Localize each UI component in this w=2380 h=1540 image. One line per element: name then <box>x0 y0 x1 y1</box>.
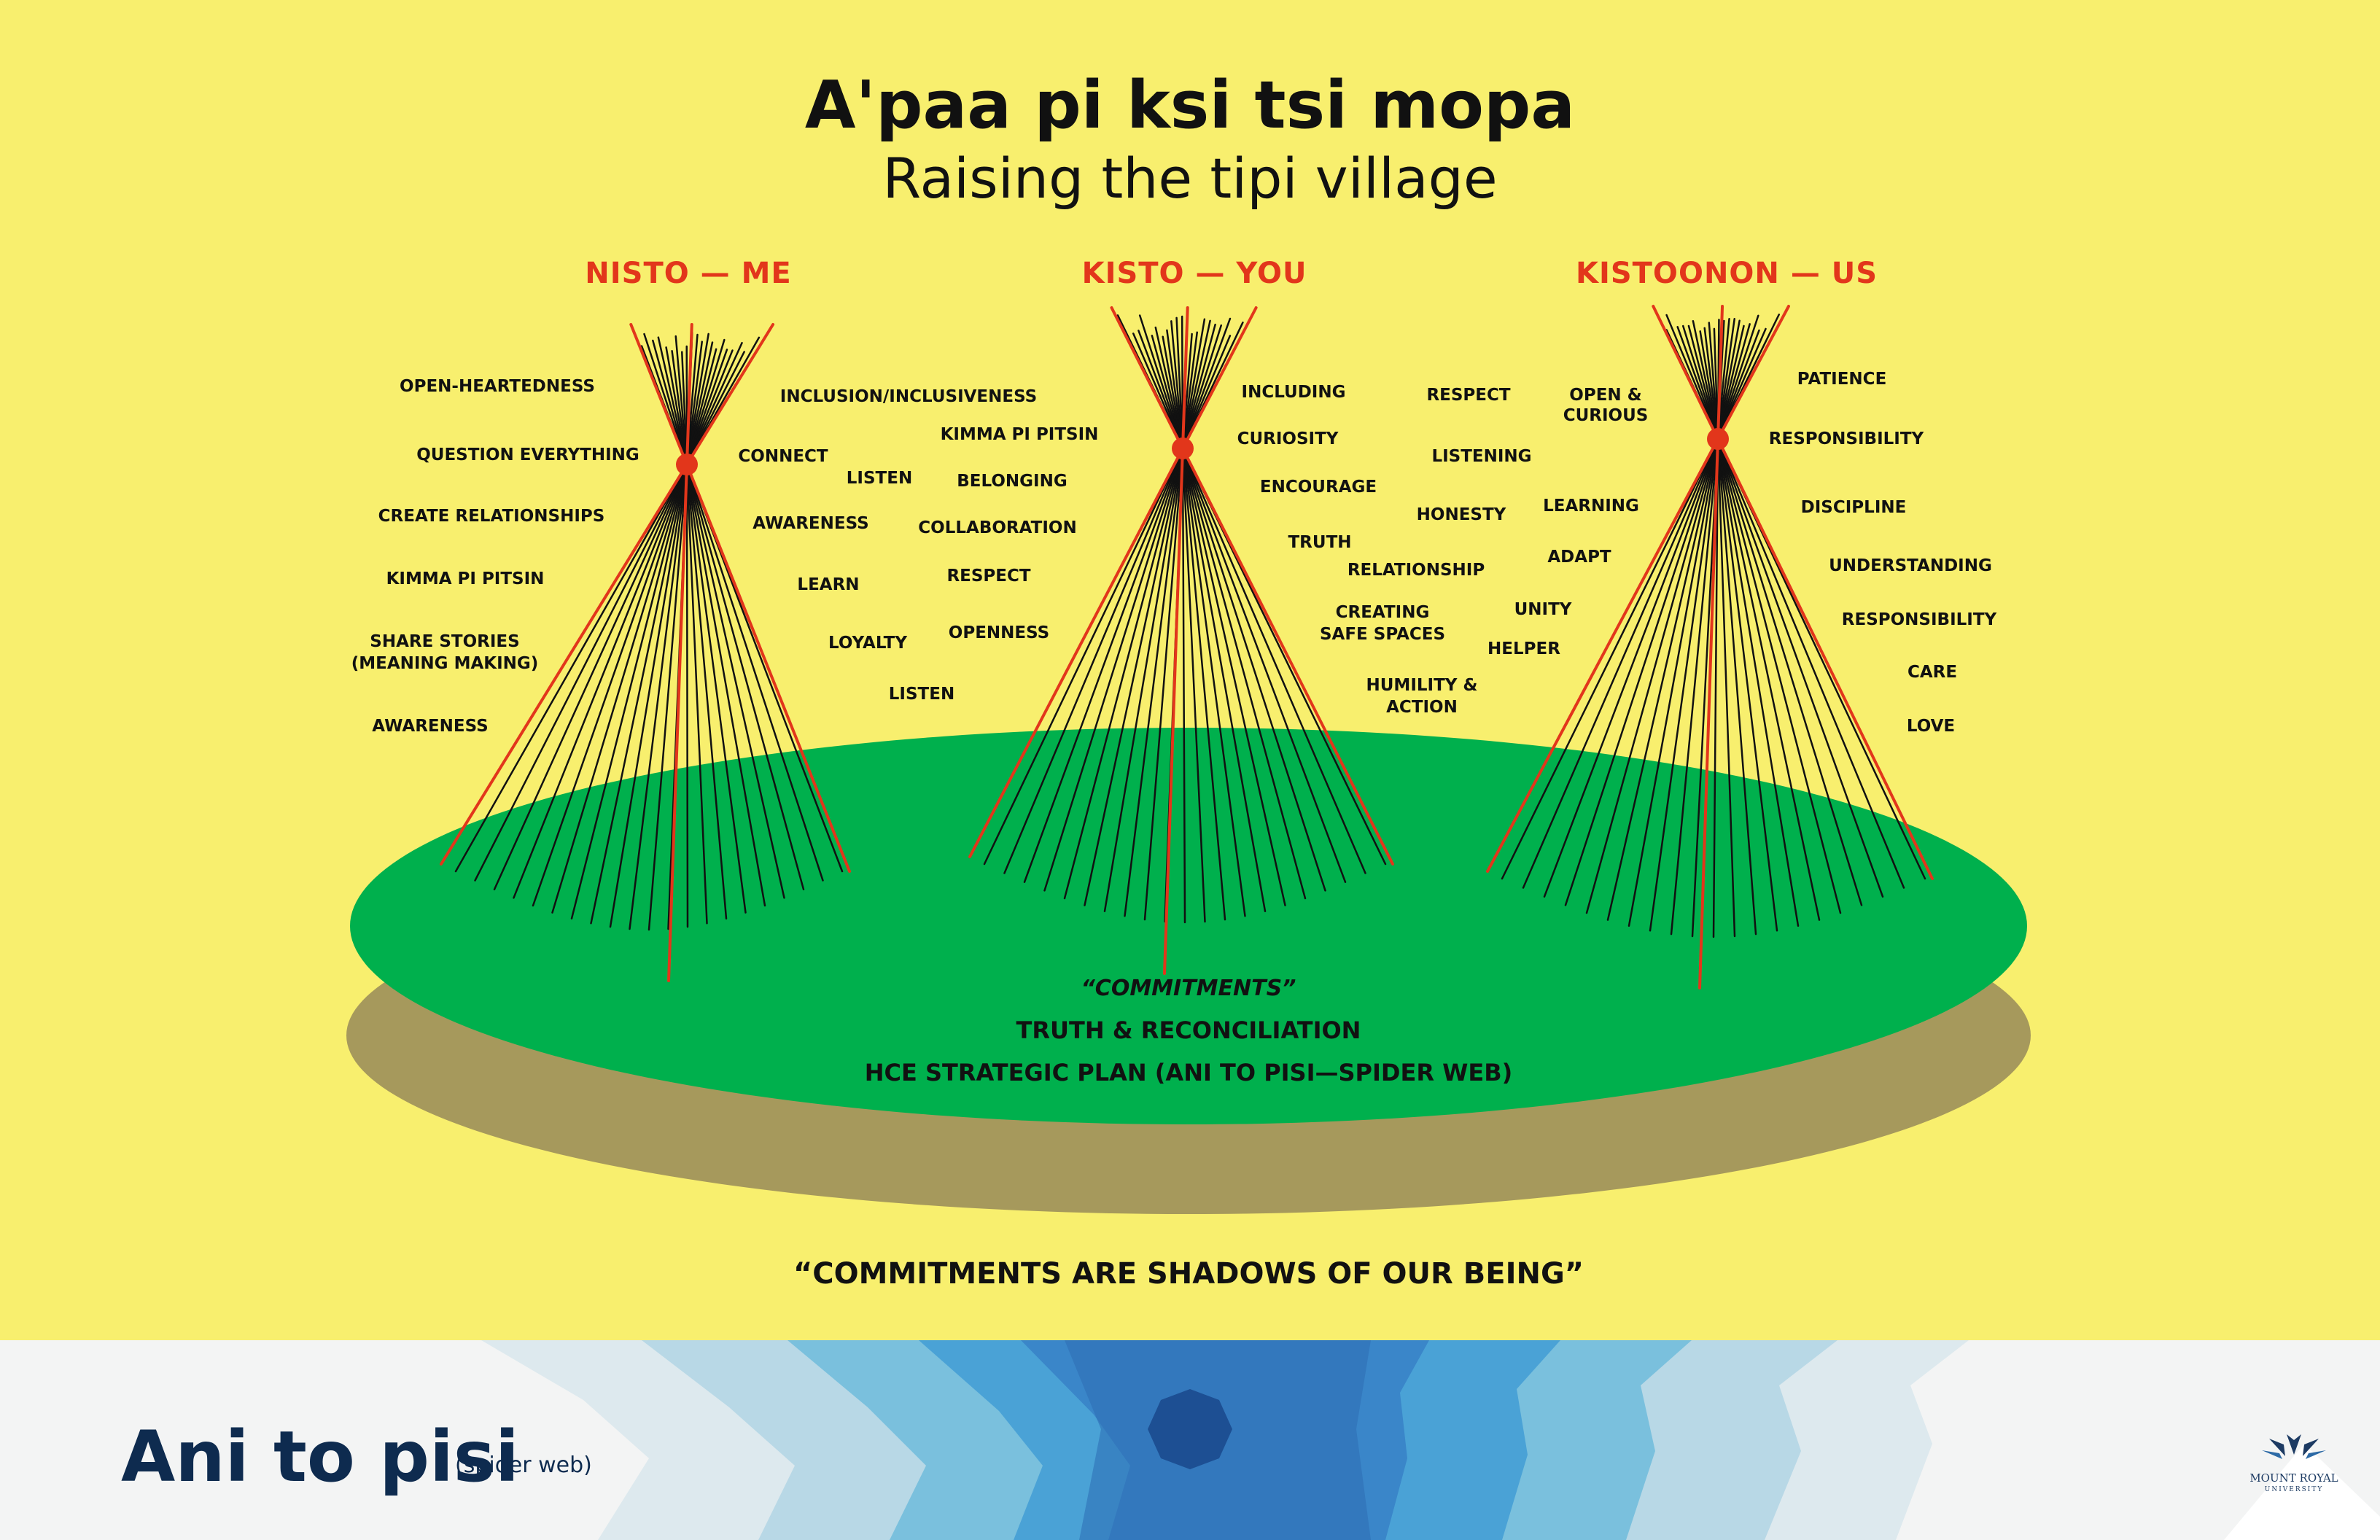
tipi-me-apex <box>676 454 698 475</box>
word-label: DISCIPLINE <box>1801 497 1907 518</box>
word-label: UNITY <box>1514 599 1572 620</box>
word-label: CARE <box>1908 662 1957 682</box>
word-label: LISTENING <box>1431 446 1531 467</box>
word-label: ENCOURAGE <box>1260 477 1377 497</box>
commitments-label: “COMMITMENTS” <box>1081 976 1296 1001</box>
word-label: LEARN <box>797 575 859 595</box>
heading-nisto-me: NISTO — ME <box>585 257 791 290</box>
word-label: UNDERSTANDING <box>1829 556 1992 576</box>
word-label: OPEN-HEARTEDNESS <box>400 376 595 397</box>
word-label: RELATIONSHIP <box>1348 560 1485 580</box>
commitment-truth-reconciliation: TRUTH & RECONCILIATION <box>1016 1016 1361 1044</box>
word-label: SAFE SPACES <box>1320 624 1445 645</box>
word-label: OPEN & <box>1569 385 1641 405</box>
word-label: CONNECT <box>738 446 828 467</box>
word-label: QUESTION EVERYTHING <box>416 445 639 465</box>
word-label: SHARE STORIES <box>370 631 519 652</box>
word-label: AWARENESS <box>372 716 488 736</box>
word-label: OPENNESS <box>949 623 1049 643</box>
word-label: RESPONSIBILITY <box>1842 610 1996 630</box>
word-label: LOVE <box>1907 716 1955 736</box>
word-label: HUMILITY & <box>1366 675 1478 696</box>
word-label: CREATING <box>1336 602 1430 623</box>
word-label: INCLUSION/INCLUSIVENESS <box>780 386 1037 407</box>
word-label: COLLABORATION <box>918 518 1076 538</box>
word-label: HELPER <box>1488 639 1560 659</box>
word-label: INCLUDING <box>1242 382 1346 402</box>
heading-kisto-you: KISTO — YOU <box>1082 257 1307 290</box>
commitment-strategic-plan: HCE STRATEGIC PLAN (ANI TO PISI—SPIDER W… <box>865 1059 1513 1086</box>
tipi-us-apex <box>1707 428 1729 450</box>
page-subtitle: Raising the tipi village <box>0 146 2380 211</box>
word-label: RESPONSIBILITY <box>1769 429 1924 449</box>
word-label: LISTEN <box>847 468 912 489</box>
word-label: (MEANING MAKING) <box>351 653 539 674</box>
web-center <box>1148 1389 1232 1469</box>
word-label: CURIOUS <box>1563 405 1649 426</box>
word-label: KIMMA PI PITSIN <box>386 569 545 589</box>
word-label: HONESTY <box>1417 505 1506 525</box>
word-label: CREATE RELATIONSHIPS <box>378 506 605 526</box>
word-label: LEARNING <box>1543 496 1639 516</box>
word-label: BELONGING <box>957 471 1067 491</box>
word-label: AWARENESS <box>752 513 868 534</box>
word-label: ADAPT <box>1547 547 1611 567</box>
logo-wordmark-sub: UNIVERSITY <box>2221 1486 2367 1493</box>
spider-web-graphic <box>481 1340 1969 1540</box>
word-label: CURIOSITY <box>1237 429 1339 449</box>
word-label: PATIENCE <box>1797 369 1887 389</box>
word-label: KIMMA PI PITSIN <box>941 424 1099 445</box>
word-label: LISTEN <box>889 684 954 704</box>
logo-wordmark: MOUNT ROYAL <box>2221 1471 2367 1485</box>
heading-kistoonon-us: KISTOONON — US <box>1576 257 1878 290</box>
word-label: RESPECT <box>1426 385 1510 405</box>
word-label: LOYALTY <box>828 633 907 653</box>
word-label: ACTION <box>1386 697 1458 718</box>
footer-brand-note: (spider web) <box>455 1452 592 1478</box>
tipi-you-apex <box>1172 438 1194 459</box>
commitments-quote: “COMMITMENTS ARE SHADOWS OF OUR BEING” <box>793 1257 1584 1291</box>
word-label: RESPECT <box>946 566 1030 586</box>
page-title: A'paa pi ksi tsi mopa <box>0 67 2380 144</box>
word-label: TRUTH <box>1288 532 1351 553</box>
